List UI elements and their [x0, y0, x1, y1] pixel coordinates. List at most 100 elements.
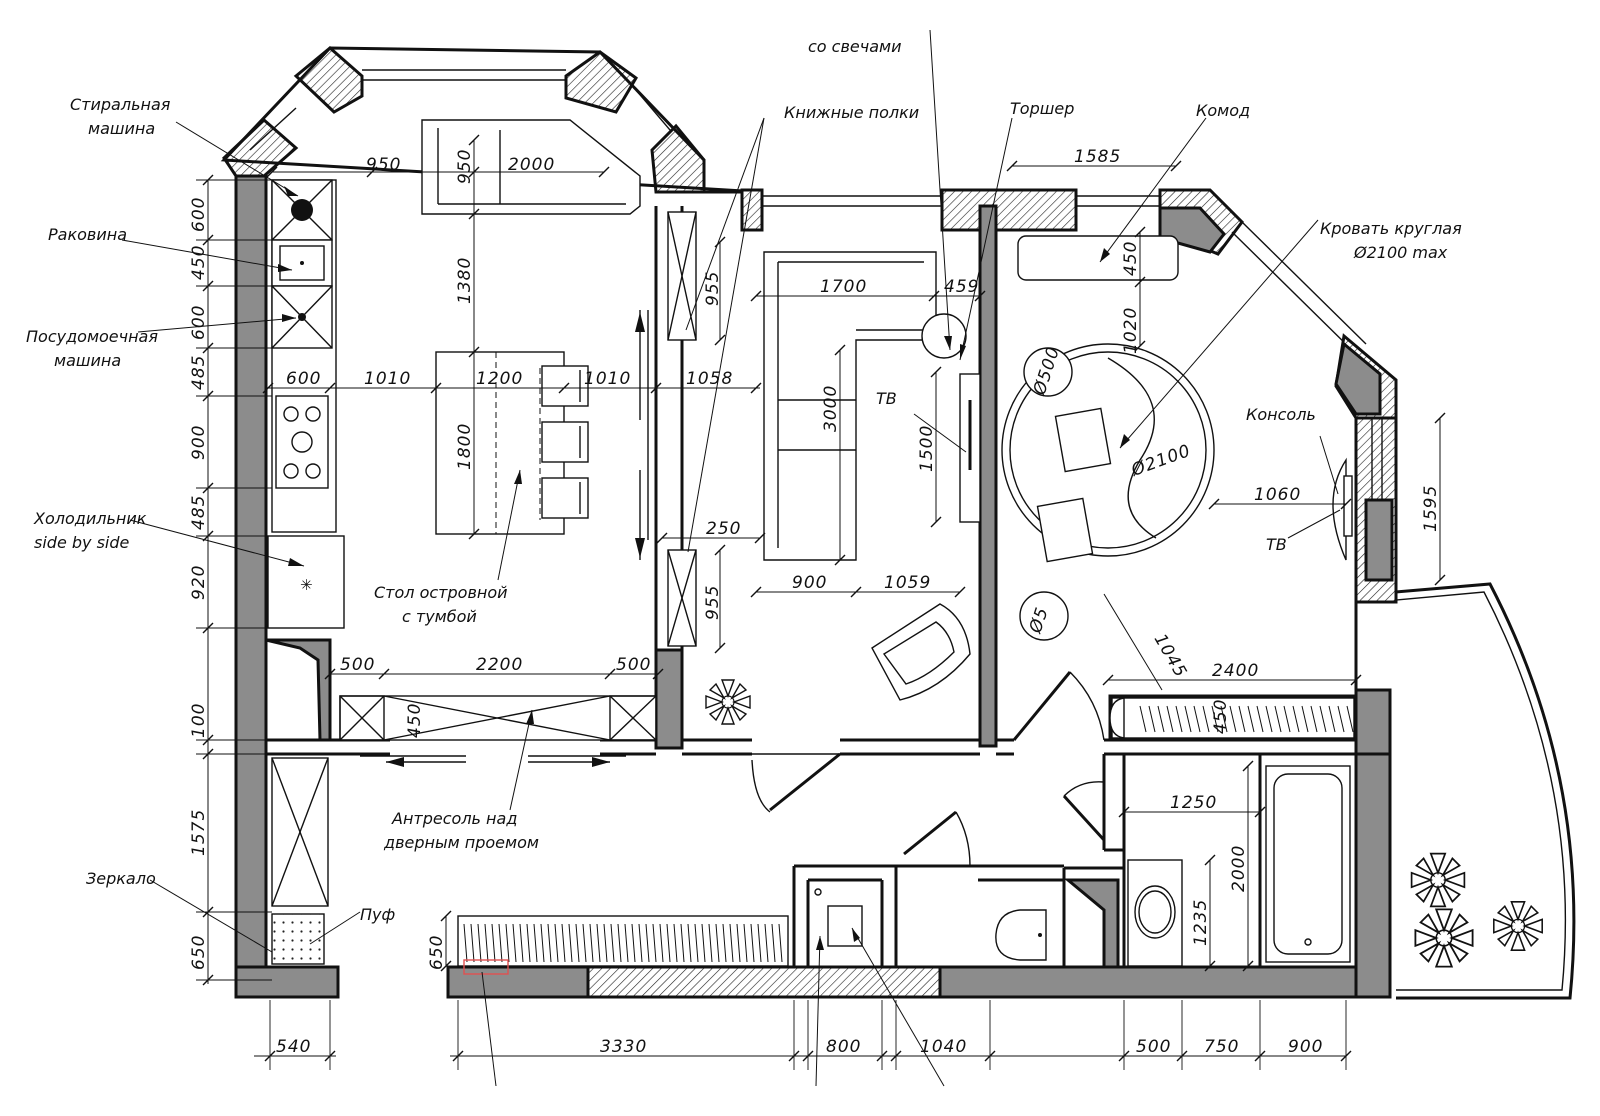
dim-2000-bath: 2000	[1229, 845, 1249, 892]
dim-tick	[468, 166, 480, 178]
shoe-slat	[603, 923, 608, 963]
shoe-slat	[610, 923, 615, 963]
hanger	[1319, 705, 1327, 733]
hanger	[1337, 705, 1345, 733]
shoe-slat	[764, 923, 769, 963]
living-room	[667, 211, 981, 725]
dresser	[1017, 235, 1179, 281]
shoe-slat	[743, 923, 748, 963]
label-candles: со свечами	[808, 37, 901, 56]
dim-bottom-1040: 1040	[920, 1037, 967, 1057]
living-top-wall-a	[940, 188, 1078, 232]
label-tv-living: ТВ	[876, 389, 897, 408]
bar-stool-3	[541, 477, 589, 519]
shoe-slat	[533, 923, 538, 963]
dim-250: 250	[706, 519, 741, 539]
dim-left-450: 450	[189, 245, 209, 280]
dim-tick	[1204, 854, 1216, 866]
hanger	[1346, 705, 1354, 733]
dim-tick	[1254, 1050, 1266, 1062]
dim-955-a: 955	[703, 271, 723, 306]
dim-tick	[954, 586, 966, 598]
label-dresser: Комод	[1196, 101, 1250, 120]
dim-tick	[714, 334, 726, 346]
dim-tick	[378, 668, 390, 680]
hanger	[1247, 705, 1255, 733]
hanger	[1211, 705, 1219, 733]
dim-1010-b: 1010	[584, 369, 631, 389]
dim-450-wardrobe: 450	[1211, 699, 1231, 734]
label-mezzanine-2: дверным проемом	[383, 833, 539, 852]
dim-tick	[598, 166, 610, 178]
dim-2200: 2200	[476, 655, 523, 675]
cooktop	[275, 395, 329, 489]
dim-1380: 1380	[455, 257, 475, 304]
bar-stool-2	[541, 421, 589, 463]
hanger	[1283, 705, 1291, 733]
shoe-rack-slats	[463, 923, 783, 963]
dim-tick	[366, 166, 378, 178]
nightstand-top	[1023, 347, 1073, 397]
bar-stool-1	[541, 365, 589, 407]
dim-tick	[1176, 1050, 1188, 1062]
leader-lines	[121, 29, 1341, 1087]
dim-tick	[1208, 498, 1220, 510]
dim-tick	[202, 622, 214, 634]
dim-450-bedroom: 450	[1121, 241, 1141, 276]
shoe-slat	[540, 923, 545, 963]
dim-tick	[202, 342, 214, 354]
dim-1058: 1058	[686, 369, 733, 389]
shoe-slat	[638, 923, 643, 963]
shoe-slat	[477, 923, 482, 963]
dim-1200: 1200	[476, 369, 523, 389]
hanger	[1328, 705, 1336, 733]
dim-tick	[1204, 960, 1216, 972]
left-outer-wall	[234, 161, 268, 999]
shoe-slat	[617, 923, 622, 963]
dim-tick	[930, 366, 942, 378]
bedroom	[1001, 235, 1355, 739]
hanger	[1310, 705, 1318, 733]
dim-tick	[754, 532, 766, 544]
hanger	[1175, 705, 1183, 733]
shoe-slat	[750, 923, 755, 963]
label-island-1: Стол островной	[374, 583, 508, 602]
shoe-slat	[470, 923, 475, 963]
dim-1060: 1060	[1254, 485, 1301, 505]
hanger	[1265, 705, 1273, 733]
shoe-slat	[701, 923, 706, 963]
dim-900-living: 900	[792, 573, 827, 593]
shoe-slat	[722, 923, 727, 963]
dim-tick	[452, 1050, 464, 1062]
hanger	[1256, 705, 1264, 733]
hanger	[1238, 705, 1246, 733]
shoe-slat	[680, 923, 685, 963]
dim-tick	[440, 910, 452, 922]
dim-tick	[1134, 340, 1146, 352]
dim-tick	[202, 734, 214, 746]
dim-500-a: 500	[340, 655, 375, 675]
dim-shoe-650: 650	[427, 935, 447, 970]
wardrobe-hangers	[1139, 705, 1354, 733]
dim-tick	[264, 1050, 276, 1062]
shoe-slat	[484, 923, 489, 963]
hanger	[1139, 705, 1147, 733]
shoe-slat	[582, 923, 587, 963]
dim-tick	[714, 642, 726, 654]
dim-tick	[974, 290, 986, 302]
dim-tick	[202, 280, 214, 292]
dim-tick	[876, 1050, 888, 1062]
shoe-slat	[505, 923, 510, 963]
hanger	[1148, 705, 1156, 733]
closet-niche-solid	[265, 638, 332, 742]
dim-bottom-540: 540	[276, 1037, 311, 1057]
corner-sofa	[763, 251, 937, 561]
dim-left-1575: 1575	[189, 809, 209, 856]
dim-tick	[468, 134, 480, 146]
dim-tick	[324, 1050, 336, 1062]
dim-tick	[1350, 674, 1362, 686]
dim-1800: 1800	[455, 423, 475, 470]
label-round-bed-2: Ø2100 max	[1353, 243, 1448, 262]
dim-1059: 1059	[884, 573, 931, 593]
dim-tick	[324, 382, 336, 394]
